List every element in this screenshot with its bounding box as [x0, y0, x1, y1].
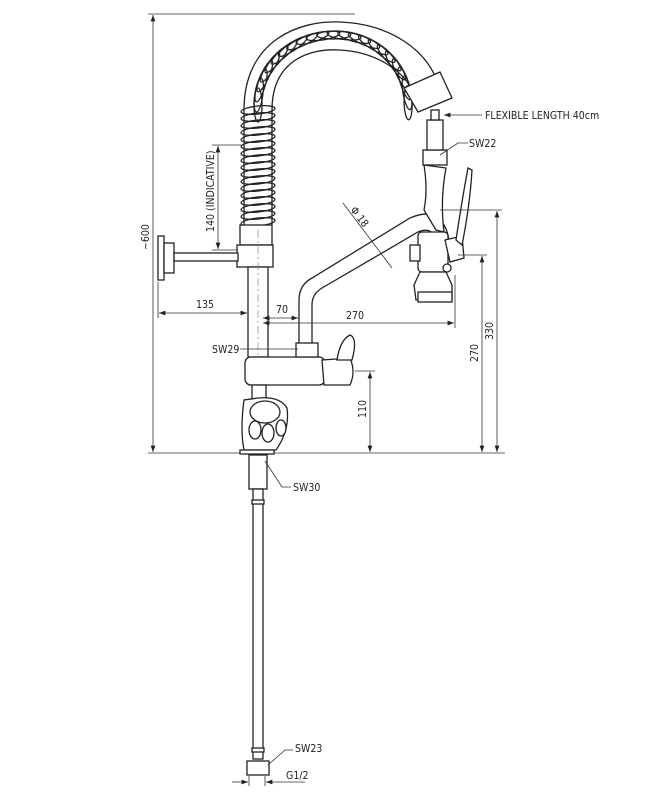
coil-loop — [240, 195, 276, 207]
callout-sw22-label: SW22 — [469, 138, 496, 150]
callout-sw29: SW29 — [212, 344, 298, 356]
coil-loop — [240, 167, 276, 179]
dim-diameter-label: Φ 18 — [348, 205, 371, 230]
thread-label: G1/2 — [286, 770, 309, 782]
spray-valve — [409, 231, 465, 303]
mixer-body — [239, 334, 356, 455]
coil-loop — [240, 132, 276, 144]
dimension-270-reach: 270 — [263, 275, 456, 328]
dim-spring-label: 140 (INDICATIVE) — [205, 150, 217, 232]
column — [236, 224, 274, 775]
coil-loop — [240, 160, 276, 172]
dimension-spring: 140 (INDICATIVE) — [205, 144, 244, 251]
coil-loop — [240, 153, 276, 165]
supply-tube — [246, 454, 270, 776]
callout-sw30-label: SW30 — [293, 482, 320, 494]
dimension-diameter: Φ 18 — [342, 202, 393, 269]
coil-loop — [240, 118, 276, 130]
dim-270-reach-label: 270 — [346, 310, 364, 322]
dim-330-label: 330 — [484, 322, 496, 340]
coil-loop — [240, 104, 276, 116]
coil-loop — [240, 111, 276, 123]
dim-70-label: 70 — [276, 304, 288, 316]
callout-sw29-label: SW29 — [212, 344, 239, 356]
dimension-110: 110 — [355, 370, 375, 452]
coil-loop — [253, 77, 265, 113]
dim-overall-label: ~600 — [140, 224, 152, 250]
coil-loop — [240, 139, 276, 151]
spring-coil — [240, 21, 441, 228]
dimension-thread: G1/2 — [232, 770, 309, 786]
dimension-270-height: 270 — [458, 254, 487, 452]
dim-135-label: 135 — [196, 299, 214, 311]
callout-sw23-label: SW23 — [295, 743, 322, 755]
callout-flexible-label: FLEXIBLE LENGTH 40cm — [485, 110, 599, 122]
wall-bracket — [157, 235, 239, 281]
dimension-70: 70 — [263, 304, 298, 321]
coil-loop — [240, 209, 276, 221]
dimension-330: 330 — [440, 209, 502, 452]
dimension-overall-height: ~600 — [140, 14, 156, 452]
callout-flexible: FLEXIBLE LENGTH 40cm — [444, 110, 599, 122]
reference-lines — [148, 13, 505, 454]
callout-sw22: SW22 — [439, 138, 496, 156]
coil-loop — [240, 125, 276, 137]
dim-110-label: 110 — [357, 400, 369, 418]
hose-handle — [403, 71, 473, 247]
dim-270-height-label: 270 — [469, 344, 481, 362]
coil-loop — [376, 44, 402, 72]
coil-loop — [240, 146, 276, 158]
callout-sw23: SW23 — [267, 743, 322, 766]
dimension-135: 135 — [157, 282, 247, 318]
callout-sw30: SW30 — [264, 460, 320, 494]
coil-loop — [240, 202, 276, 214]
coil-loop — [240, 174, 276, 186]
coil-loop — [240, 188, 276, 200]
coil-loop — [240, 181, 276, 193]
